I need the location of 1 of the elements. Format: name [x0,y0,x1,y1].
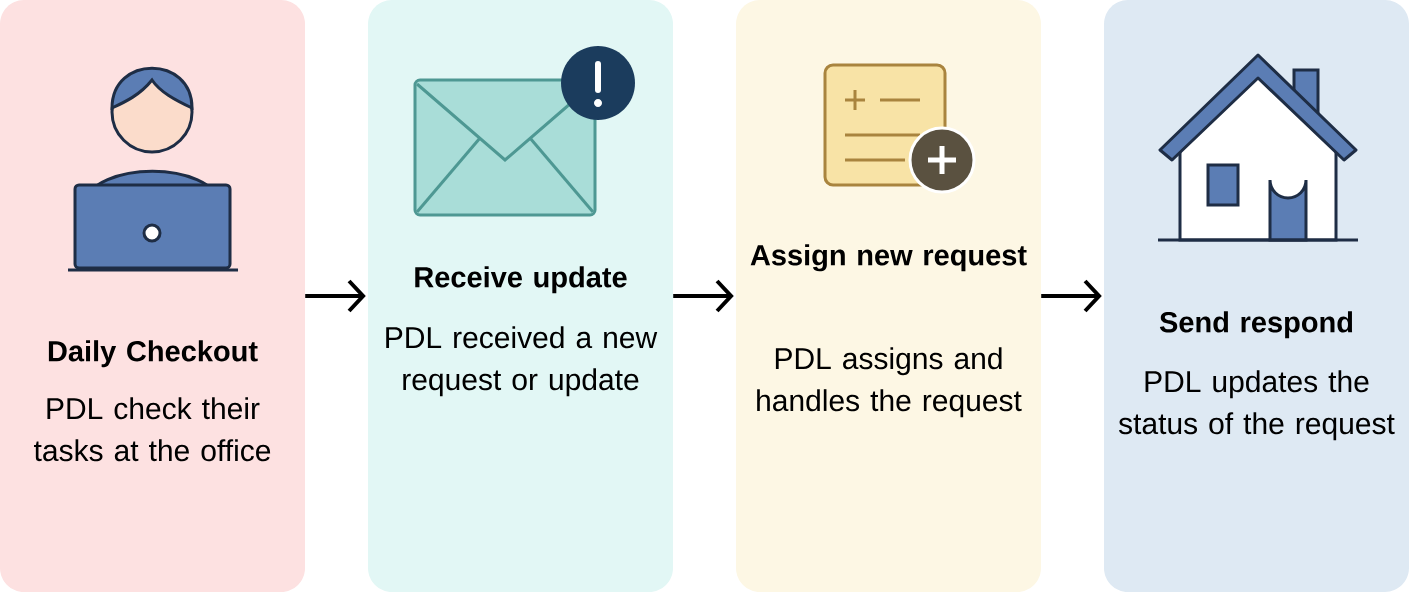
process-card: Assign new request PDL assigns and handles the request [736,0,1041,592]
